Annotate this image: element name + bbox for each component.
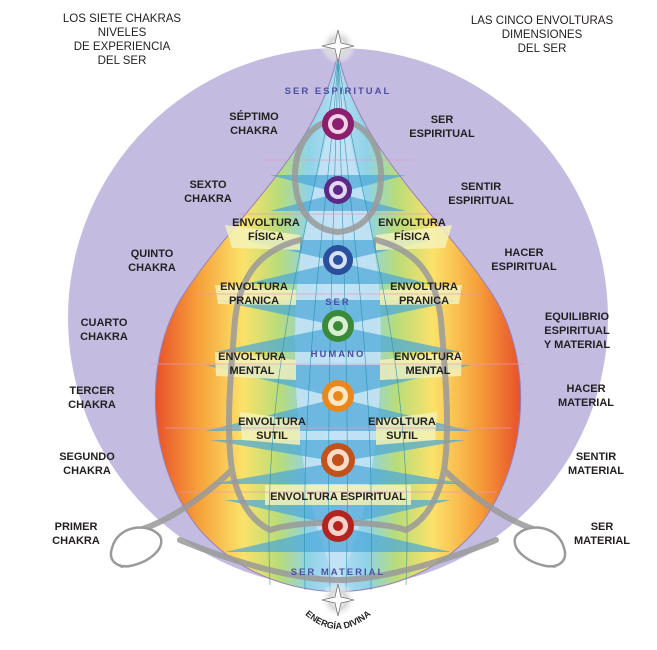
header-right: LAS CINCO ENVOLTURAS DIMENSIONES DEL SER [470, 15, 614, 55]
ser-espiritual-top: SER ESPIRITUAL [284, 86, 392, 97]
level-label-sentir-material: SENTIR MATERIAL [567, 451, 624, 477]
envoltura-fisica-left: ENVOLTURA FÍSICA [232, 217, 300, 243]
chakra-icon-7 [322, 108, 354, 140]
top-star-icon [320, 28, 356, 64]
chakra-label-5: QUINTO CHAKRA [128, 248, 176, 274]
envoltura-mental-left: ENVOLTURA MENTAL [218, 351, 286, 377]
envoltura-sutil-left: ENVOLTURA SUTIL [238, 416, 306, 442]
chakra-icons [321, 108, 355, 542]
chakra-icon-6 [324, 176, 352, 204]
chakra-icon-5 [323, 245, 353, 275]
ser-label: SER [325, 297, 351, 308]
chakra-label-3: TERCER CHAKRA [68, 385, 116, 411]
level-label-ser-espiritual: SER ESPIRITUAL [409, 114, 475, 140]
ser-material-bottom: SER MATERIAL [290, 567, 386, 578]
chakra-icon-3 [322, 380, 354, 412]
envoltura-fisica-right: ENVOLTURA FÍSICA [378, 217, 446, 243]
level-label-sentir-espiritual: SENTIR ESPIRITUAL [448, 181, 514, 207]
level-label-hacer-espiritual: HACER ESPIRITUAL [491, 247, 557, 273]
envoltura-espiritual: ENVOLTURA ESPIRITUAL [270, 491, 406, 503]
chakra-label-4: CUARTO CHAKRA [80, 317, 128, 343]
envoltura-sutil-right: ENVOLTURA SUTIL [368, 416, 436, 442]
header-left: LOS SIETE CHAKRAS NIVELES DE EXPERIENCIA… [62, 13, 182, 67]
bottom-star-icon [320, 582, 356, 618]
level-label-hacer-material: HACER MATERIAL [557, 383, 614, 409]
envoltura-pranica-left: ENVOLTURA PRANICA [220, 281, 288, 307]
level-label-ser-material: SER MATERIAL [573, 521, 630, 547]
chakra-icon-4 [322, 310, 354, 342]
humano-label: HUMANO [310, 349, 366, 360]
hands [109, 526, 567, 568]
chakra-label-6: SEXTO CHAKRA [184, 179, 232, 205]
chakra-icon-1 [322, 510, 354, 542]
chakra-label-7: SÉPTIMO CHAKRA [229, 111, 279, 137]
level-label-equilibrio: EQUILIBRIO ESPIRITUAL Y MATERIAL [543, 311, 611, 351]
chakra-label-1: PRIMER CHAKRA [52, 521, 100, 547]
envoltura-mental-right: ENVOLTURA MENTAL [394, 351, 462, 377]
chakra-label-2: SEGUNDO CHAKRA [59, 451, 115, 477]
chakra-icon-2 [321, 443, 355, 477]
envoltura-pranica-right: ENVOLTURA PRANICA [390, 281, 458, 307]
